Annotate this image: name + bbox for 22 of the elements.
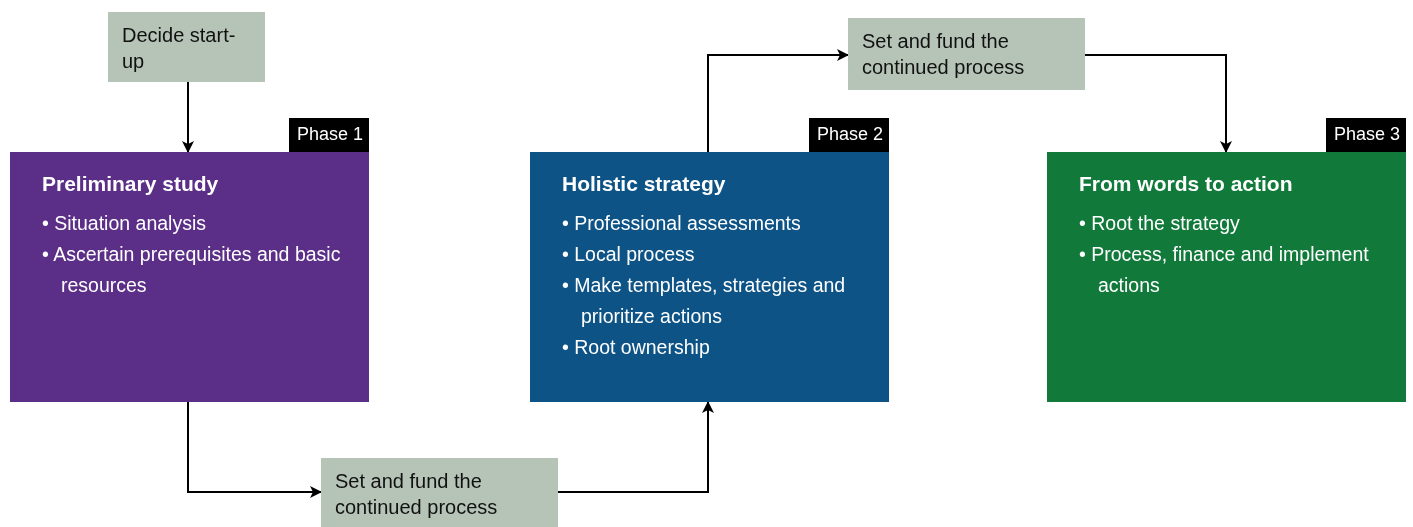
step-box: Set and fund the continued process <box>321 458 558 527</box>
bullet-item: • Root ownership <box>562 335 710 360</box>
bullet-item: • Situation analysis <box>42 211 206 236</box>
phase-tab: Phase 3 <box>1325 118 1406 152</box>
phase-heading: From words to action <box>1079 172 1293 196</box>
bullet-item: • Professional assessments <box>562 211 801 236</box>
bullet-item: • Local process <box>562 242 695 267</box>
phase-tab: Phase 1 <box>288 118 369 152</box>
arrow <box>187 401 322 498</box>
arrow <box>1084 54 1232 153</box>
phase-heading: Preliminary study <box>42 172 219 196</box>
arrow <box>557 401 714 493</box>
bullet-item: • Root the strategy <box>1079 211 1240 236</box>
phase-heading: Holistic strategy <box>562 172 726 196</box>
step-box: Decide start-up <box>108 12 265 82</box>
bullet-item: • Make templates, strategies and prioritize actions <box>562 273 847 329</box>
arrow <box>182 81 194 153</box>
phase-tab: Phase 2 <box>808 118 889 152</box>
bullet-item: • Ascertain prerequisites and basic resources <box>42 242 342 298</box>
step-box: Set and fund the continued process <box>848 18 1085 90</box>
bullet-item: • Process, finance and implement actions <box>1079 242 1370 298</box>
arrow <box>707 49 849 153</box>
